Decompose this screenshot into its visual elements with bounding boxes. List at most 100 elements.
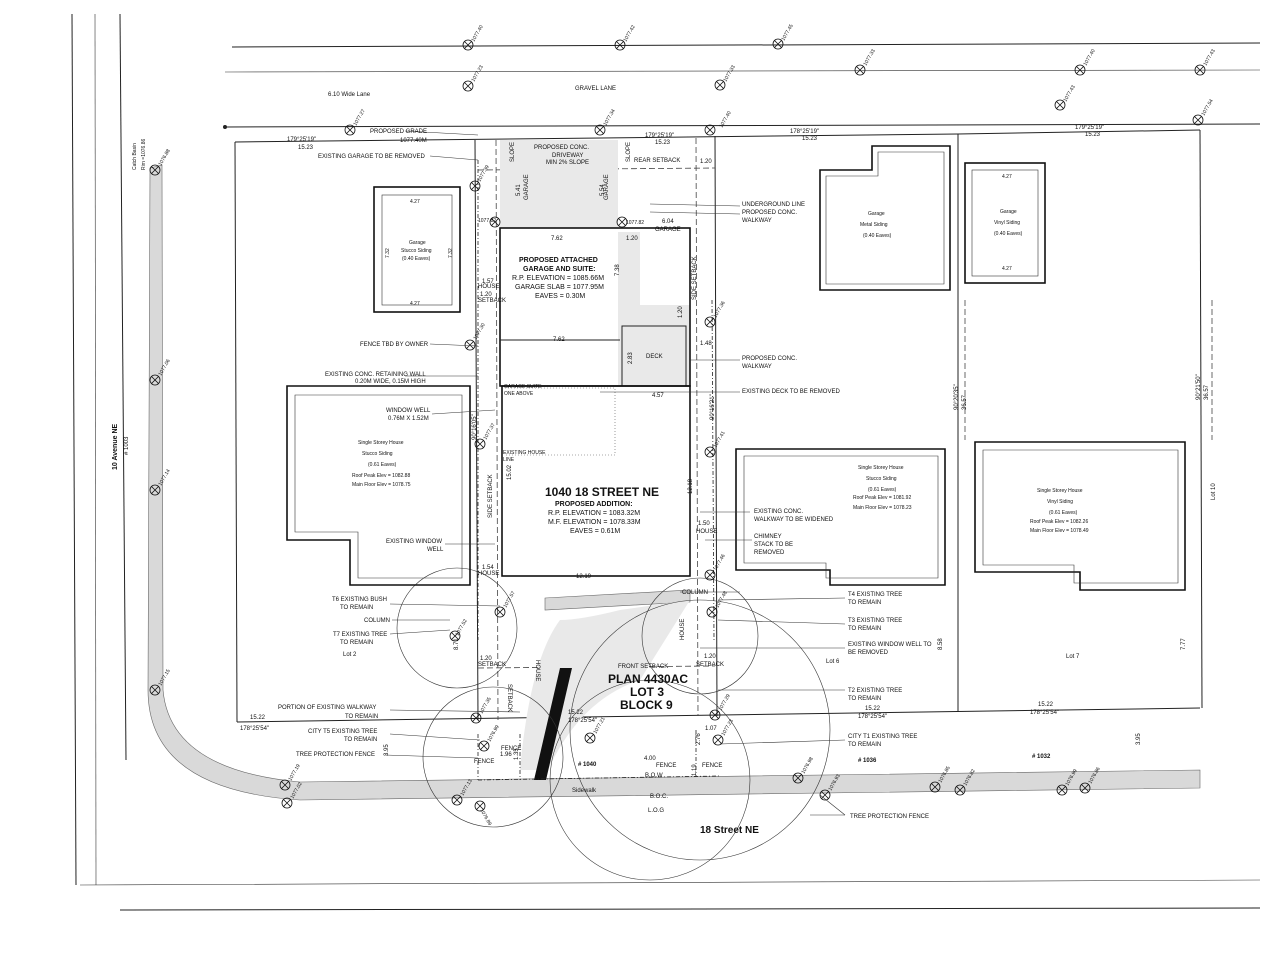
right-label-14: T3 EXISTING TREE (848, 618, 902, 624)
rg2-title: Garage (1000, 209, 1017, 215)
rg2-eaves: (0.40 Eaves) (994, 231, 1023, 237)
elev-25: 1077.29 (718, 693, 732, 712)
setback-vertical: SETBACK (506, 684, 512, 712)
right-label-13: TO REMAIN (848, 600, 881, 606)
dim-rear-left: 15.23 (298, 145, 314, 151)
elev-18: 1077.37 (483, 422, 497, 441)
elev-6: 1077.23 (471, 64, 485, 83)
dim-762-mid: 7.62 (553, 337, 565, 343)
house-left: HOUSE (478, 284, 499, 290)
rh1-title: Single Storey House (858, 465, 904, 471)
right-label-22: TREE PROTECTION FENCE (850, 814, 929, 820)
bearing-front-left: 178°25'54" (240, 726, 269, 732)
right-label-2: WALKWAY (742, 218, 772, 224)
rh2-siding: Vinyl Siding (1047, 499, 1073, 505)
dim-196: 1.96 (500, 752, 512, 758)
proposed-driveway (500, 140, 618, 228)
bearing-rear-mid: 179°25'19" (645, 133, 674, 139)
lane-width-label: 6.10 Wide Lane (328, 92, 371, 98)
dim-120-left: 1.20 (480, 292, 492, 298)
left-label-4: EXISTING CONC. RETAINING WALL (325, 372, 426, 378)
dim-front-r2: 15.22 (1038, 702, 1054, 708)
rg2-width2: 4.27 (1002, 266, 1012, 272)
rh1-roof: Roof Peak Elev = 1081.92 (853, 495, 911, 501)
addition-title: PROPOSED ADDITION: (555, 501, 633, 508)
address-label: 1040 18 STREET NE (545, 485, 659, 499)
front-walkway (544, 589, 691, 611)
garage-suite-slab: GARAGE SLAB = 1077.95M (515, 284, 604, 291)
setback-left: SETBACK (478, 298, 506, 304)
elev-4: 1077.40 (1083, 48, 1097, 67)
survey-markers (149, 38, 1206, 812)
bearing-rear-left: 179°25'19" (287, 137, 316, 143)
left-label-10: T6 EXISTING BUSH (332, 597, 387, 603)
dim-400: 4.00 (644, 756, 656, 762)
rg1-eaves: (0.40 Eaves) (863, 233, 892, 239)
elev-41: 1076.88 (158, 148, 172, 167)
elev-9: 1077.43 (1063, 84, 1077, 103)
bearing-front-mid: 178°25'54" (568, 718, 597, 724)
rh2-roof: Roof Peak Elev = 1082.26 (1030, 519, 1088, 525)
elev-0: 1077.40 (471, 24, 485, 43)
lot10-label: Lot 10 (1211, 483, 1217, 500)
left-label-19: TREE PROTECTION FENCE (296, 752, 375, 758)
elev-27: 1077.23 (721, 718, 735, 737)
right-label-15: TO REMAIN (848, 626, 881, 632)
elev-32: 1076.98 (801, 756, 815, 775)
rh1-siding: Stucco Siding (866, 476, 897, 482)
rh2-eaves: (0.61 Eaves) (1049, 510, 1078, 516)
bearing-h: 90°16'21" (710, 394, 716, 420)
elev-17: 1077.39 (477, 164, 491, 183)
elev-20: 1077.46 (713, 553, 727, 572)
dim-119: 1.19 (692, 764, 698, 776)
boc-label: B.O.C. (650, 794, 668, 800)
lh-roof: Roof Peak Elev = 1082.88 (352, 473, 410, 479)
fences (477, 160, 721, 781)
dim-rear-r1: 15.23 (802, 136, 818, 142)
leader-lines (384, 130, 846, 816)
hatched-walkway (534, 668, 572, 780)
lg-eaves: (0.40 Eaves) (402, 256, 431, 262)
lane-name-label: GRAVEL LANE (575, 86, 616, 92)
dim-604: 6.04 (662, 219, 674, 225)
right-label-11: COLUMN (682, 590, 708, 596)
bearing-h2: 90°16'05" (472, 414, 478, 440)
left-label-5: 0.20M WIDE, 0.15M HIGH (355, 379, 426, 385)
garage-label: GARAGE (655, 227, 681, 233)
catch-basin-label: Catch Basin (132, 143, 138, 170)
dim-777: 7.77 (1181, 638, 1187, 650)
elev-3: 1077.33 (863, 48, 877, 67)
driveway-label1: PROPOSED CONC. (534, 145, 589, 151)
fence-left: FENCE (501, 746, 521, 752)
existing-house2: LINE (503, 457, 515, 463)
left-label-1: 1077.40M (400, 138, 427, 144)
dim-871: 8.71 (454, 638, 460, 650)
right-label-3: PROPOSED CONC. (742, 356, 797, 362)
front-setback-label: FRONT SETBACK (618, 664, 668, 670)
left-label-9: WELL (427, 547, 444, 553)
dim-154: 1.54 (482, 565, 494, 571)
elev-19: 1077.41 (713, 430, 727, 449)
left-label-3: FENCE TBD BY OWNER (360, 342, 429, 348)
left-label-13: T7 EXISTING TREE (333, 632, 387, 638)
deck-label: DECK (646, 354, 663, 360)
right-label-19: TO REMAIN (848, 696, 881, 702)
dim-395-right: 3.95 (1136, 733, 1142, 745)
rh1-eaves: (0.61 Eaves) (868, 487, 897, 493)
log-label: L.O.G (648, 808, 664, 814)
left-label-0: PROPOSED GRADE (370, 129, 427, 135)
lh-title: Single Storey House (358, 440, 404, 446)
elev-42: 1076.99 (487, 724, 501, 743)
bearing-rear-r2: 179°25'19" (1075, 125, 1104, 131)
right-label-16: EXISTING WINDOW WELL TO (848, 642, 932, 648)
rh2-house-no: # 1032 (1032, 754, 1051, 760)
left-label-11: TO REMAIN (340, 605, 373, 611)
elev-15: 1077.36 (713, 300, 727, 319)
side-setback-right: SIDE SETBACK (692, 256, 698, 300)
left-label-6: WINDOW WELL (386, 408, 431, 414)
rh2-lot: Lot 7 (1066, 654, 1080, 660)
elev-21: 1077.57 (503, 590, 517, 609)
rg2-width: 4.27 (1002, 174, 1012, 180)
